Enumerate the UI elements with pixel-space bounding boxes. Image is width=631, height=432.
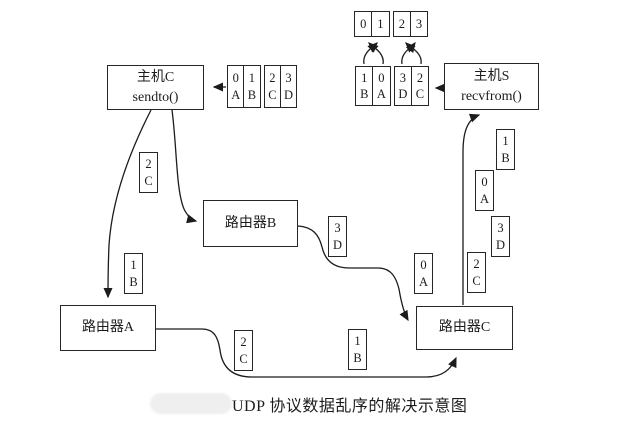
node-host-c: 主机C sendto() bbox=[107, 65, 204, 110]
router-a-label: 路由器A bbox=[81, 320, 135, 336]
edge-routerb-to-routerc bbox=[297, 225, 409, 322]
cell-data: A bbox=[376, 87, 386, 101]
cell-seq: 0 bbox=[378, 70, 385, 85]
reorder-arrow-2c bbox=[405, 42, 422, 65]
seq-slot: 0 bbox=[354, 11, 373, 37]
seq-slot: 3 bbox=[409, 11, 429, 37]
recv-buffer-cell: 0 A bbox=[372, 66, 391, 106]
send-buffer-cell: 3 D bbox=[279, 65, 298, 108]
packet-label-above-router-a: 1 B bbox=[124, 253, 143, 294]
recv-buffer-row: 1 B 0 A 3 D 2 C bbox=[355, 66, 430, 106]
router-c-label: 路由器C bbox=[438, 320, 491, 336]
packet-label-right-col-low: 3 D bbox=[491, 216, 510, 257]
send-buffer-cell: 0 A bbox=[227, 65, 245, 108]
figure-caption: UDP 协议数据乱序的解决示意图 bbox=[232, 398, 468, 415]
cell-data: B bbox=[360, 87, 369, 101]
node-host-s: 主机S recvfrom() bbox=[444, 63, 539, 110]
packet-label-right-col-bottom: 2 C bbox=[467, 252, 486, 293]
watermark-smudge bbox=[150, 393, 232, 414]
reorder-arrow-0a bbox=[368, 42, 384, 65]
packet-label-left-of-router-c: 0 A bbox=[414, 253, 433, 294]
seq-slot: 2 bbox=[392, 11, 412, 37]
cell-data: C bbox=[268, 87, 277, 102]
cell-seq: 2 bbox=[269, 71, 276, 86]
cell-seq: 1 bbox=[361, 70, 368, 85]
edge-routerc-to-hosts bbox=[462, 113, 481, 305]
slot-number: 0 bbox=[360, 16, 367, 31]
node-router-b: 路由器B bbox=[203, 200, 298, 247]
cell-seq: 3 bbox=[285, 71, 292, 86]
node-router-a: 路由器A bbox=[60, 305, 156, 351]
send-buffer-cell: 2 C bbox=[263, 65, 282, 108]
packet-label-right-col-high: 0 A bbox=[475, 170, 494, 211]
send-buffer-cell: 1 B bbox=[243, 65, 261, 108]
slot-number: 1 bbox=[377, 16, 384, 31]
reorder-arrow-3d bbox=[401, 41, 416, 65]
seq-slot-row: 0 1 2 3 bbox=[354, 11, 429, 37]
send-buffer-row: 0 A 1 B 2 C 3 D bbox=[227, 65, 298, 108]
cell-seq: 0 bbox=[232, 71, 239, 86]
host-c-name: 主机C bbox=[136, 69, 175, 85]
slot-number: 3 bbox=[415, 16, 423, 31]
packet-label-right-col-top: 1 B bbox=[496, 129, 515, 170]
cell-data: C bbox=[415, 87, 425, 101]
cell-data: D bbox=[283, 87, 293, 102]
cell-seq: 2 bbox=[416, 70, 424, 85]
cell-data: B bbox=[247, 87, 257, 102]
host-s-function: recvfrom() bbox=[461, 88, 522, 104]
packet-label-near-host-c: 2 C bbox=[139, 152, 158, 193]
cell-data: A bbox=[231, 87, 241, 102]
recv-buffer-cell: 3 D bbox=[393, 66, 413, 106]
reorder-arrow-1b bbox=[363, 42, 378, 65]
cell-seq: 3 bbox=[399, 70, 406, 85]
cell-seq: 1 bbox=[248, 71, 255, 86]
edge-hostc-to-routera bbox=[103, 109, 152, 299]
edge-hostc-to-routerb bbox=[171, 109, 198, 224]
seq-slot: 1 bbox=[371, 11, 390, 37]
recv-buffer-cell: 1 B bbox=[355, 66, 374, 106]
packet-label-bottom-path-right: 1 B bbox=[348, 329, 367, 370]
router-b-label: 路由器B bbox=[224, 215, 277, 231]
edge-routera-to-routerc bbox=[156, 328, 457, 378]
cell-data: D bbox=[398, 87, 408, 101]
packet-label-bottom-path-left: 2 C bbox=[234, 330, 253, 371]
node-router-c: 路由器C bbox=[416, 306, 513, 350]
host-c-function: sendto() bbox=[132, 89, 179, 105]
packet-label-right-of-router-b: 3 D bbox=[328, 216, 347, 257]
recv-buffer-cell: 2 C bbox=[410, 66, 430, 106]
slot-number: 2 bbox=[398, 16, 405, 31]
host-s-name: 主机S bbox=[473, 68, 510, 84]
